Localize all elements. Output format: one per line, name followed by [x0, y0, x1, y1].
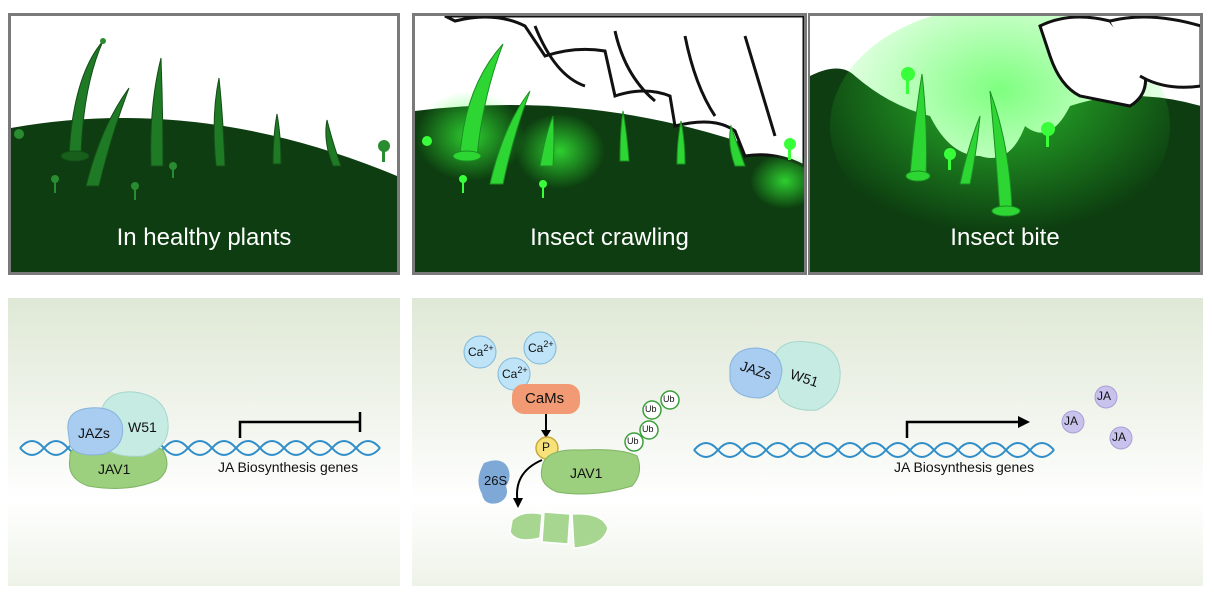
panel-model-healthy: JAZs W51 JAV1 JA Biosynthesis genes	[8, 298, 400, 586]
ub-label: Ub	[627, 436, 639, 446]
ca-ion-icon	[463, 335, 497, 369]
ca-ion-icon	[523, 331, 557, 365]
ca-label: Ca2+	[468, 343, 494, 359]
healthy-leaf-illustration	[11, 16, 397, 272]
repression-arrow	[238, 420, 360, 438]
jav1-label: JAV1	[570, 465, 603, 481]
ubiquitin-icon	[642, 400, 662, 420]
jazs-protein	[67, 407, 124, 456]
gene-label: JA Biosynthesis genes	[218, 459, 359, 475]
panel-insect-bite: Insect bite	[808, 13, 1203, 275]
activation-arrow	[905, 420, 1022, 438]
caption-crawling: Insect crawling	[530, 224, 689, 251]
model-healthy-graphic	[19, 391, 381, 489]
ca-label: Ca2+	[502, 365, 528, 381]
degraded-jav1-fragments	[509, 511, 609, 549]
cams-label: CaMs	[525, 390, 565, 407]
w51-protein	[771, 341, 841, 411]
ja-label: JA	[1064, 414, 1079, 428]
ja-label: JA	[1097, 389, 1112, 403]
panel-model-insect: Ca2+ Ca2+ Ca2+ CaMs P Ub Ub Ub Ub 26S JA…	[412, 298, 1203, 586]
proteasome-label: 26S	[484, 473, 508, 488]
ubiquitin-icon	[639, 420, 659, 440]
jav1-protein	[540, 449, 641, 495]
panel-healthy-plants: In healthy plants	[8, 13, 400, 275]
ja-molecule-icon	[1061, 410, 1085, 434]
ub-label: Ub	[645, 404, 657, 414]
ja-label: JA	[1112, 430, 1127, 444]
caterpillar-head-icon	[1038, 16, 1200, 108]
model-insect-graphic	[463, 331, 1133, 549]
phosphate-label: P	[542, 440, 551, 454]
dna-helix	[693, 442, 1055, 458]
jazs-label: JAZs	[78, 425, 110, 441]
panel-insect-crawling: Insect crawling	[412, 13, 807, 275]
crawling-leaf-illustration	[415, 16, 804, 272]
caption-healthy: In healthy plants	[116, 224, 292, 251]
w51-label: W51	[128, 419, 157, 435]
gene-label: JA Biosynthesis genes	[894, 459, 1035, 475]
proteasome-26s	[478, 460, 510, 504]
jav1-label: JAV1	[98, 461, 131, 477]
bite-leaf-illustration	[810, 16, 1200, 272]
caption-bite: Insect bite	[950, 224, 1060, 251]
degradation-arrow	[516, 459, 543, 505]
ubiquitin-icon	[660, 390, 680, 410]
ja-molecule-icon	[1094, 385, 1118, 409]
cams-protein	[512, 384, 580, 414]
ca-label: Ca2+	[528, 339, 554, 355]
ub-label: Ub	[663, 394, 675, 404]
ub-label: Ub	[642, 424, 654, 434]
ja-molecule-icon	[1109, 426, 1133, 450]
ubiquitin-icon	[624, 432, 644, 452]
jazs-protein	[729, 347, 783, 399]
caterpillar-icon	[444, 16, 804, 168]
